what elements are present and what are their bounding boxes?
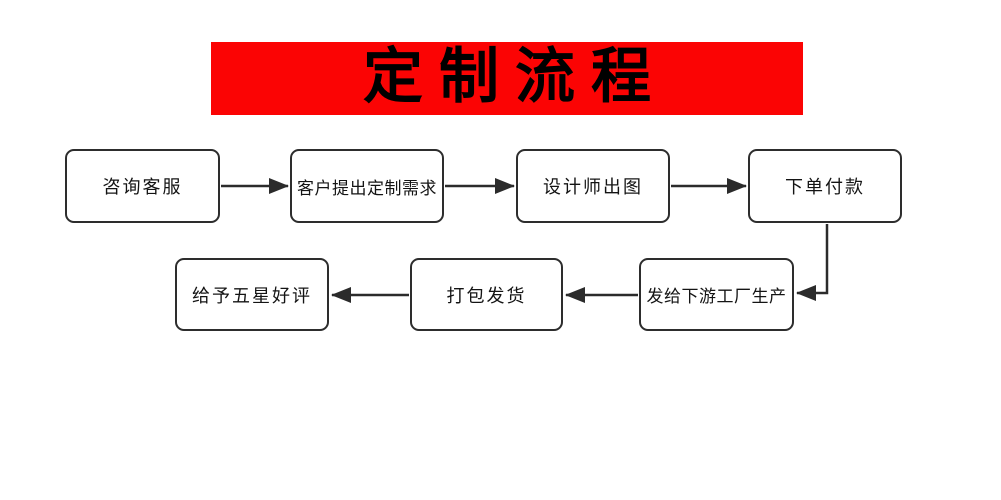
flow-step-five-star-review: 给予五星好评	[175, 258, 329, 331]
flow-step-pack-ship: 打包发货	[410, 258, 563, 331]
flow-step-factory-production: 发给下游工厂生产	[639, 258, 794, 331]
page-title: 定制流程	[363, 43, 667, 110]
flow-step-label: 给予五星好评	[192, 285, 312, 306]
flow-step-designer-drawing: 设计师出图	[516, 149, 670, 223]
flow-step-order-payment: 下单付款	[748, 149, 902, 223]
title-banner: 定制流程	[211, 42, 803, 115]
flow-step-consult-service: 咨询客服	[65, 149, 220, 223]
flow-step-label: 发给下游工厂生产	[646, 287, 787, 306]
flow-step-customer-requirements: 客户提出定制需求	[290, 149, 444, 223]
flow-step-label: 设计师出图	[543, 177, 643, 197]
flow-step-label: 客户提出定制需求	[297, 178, 437, 198]
flow-step-label: 打包发货	[446, 285, 527, 306]
arrow-step4-step5	[796, 224, 829, 301]
flow-step-label: 下单付款	[785, 177, 865, 197]
flow-step-label: 咨询客服	[102, 177, 183, 197]
